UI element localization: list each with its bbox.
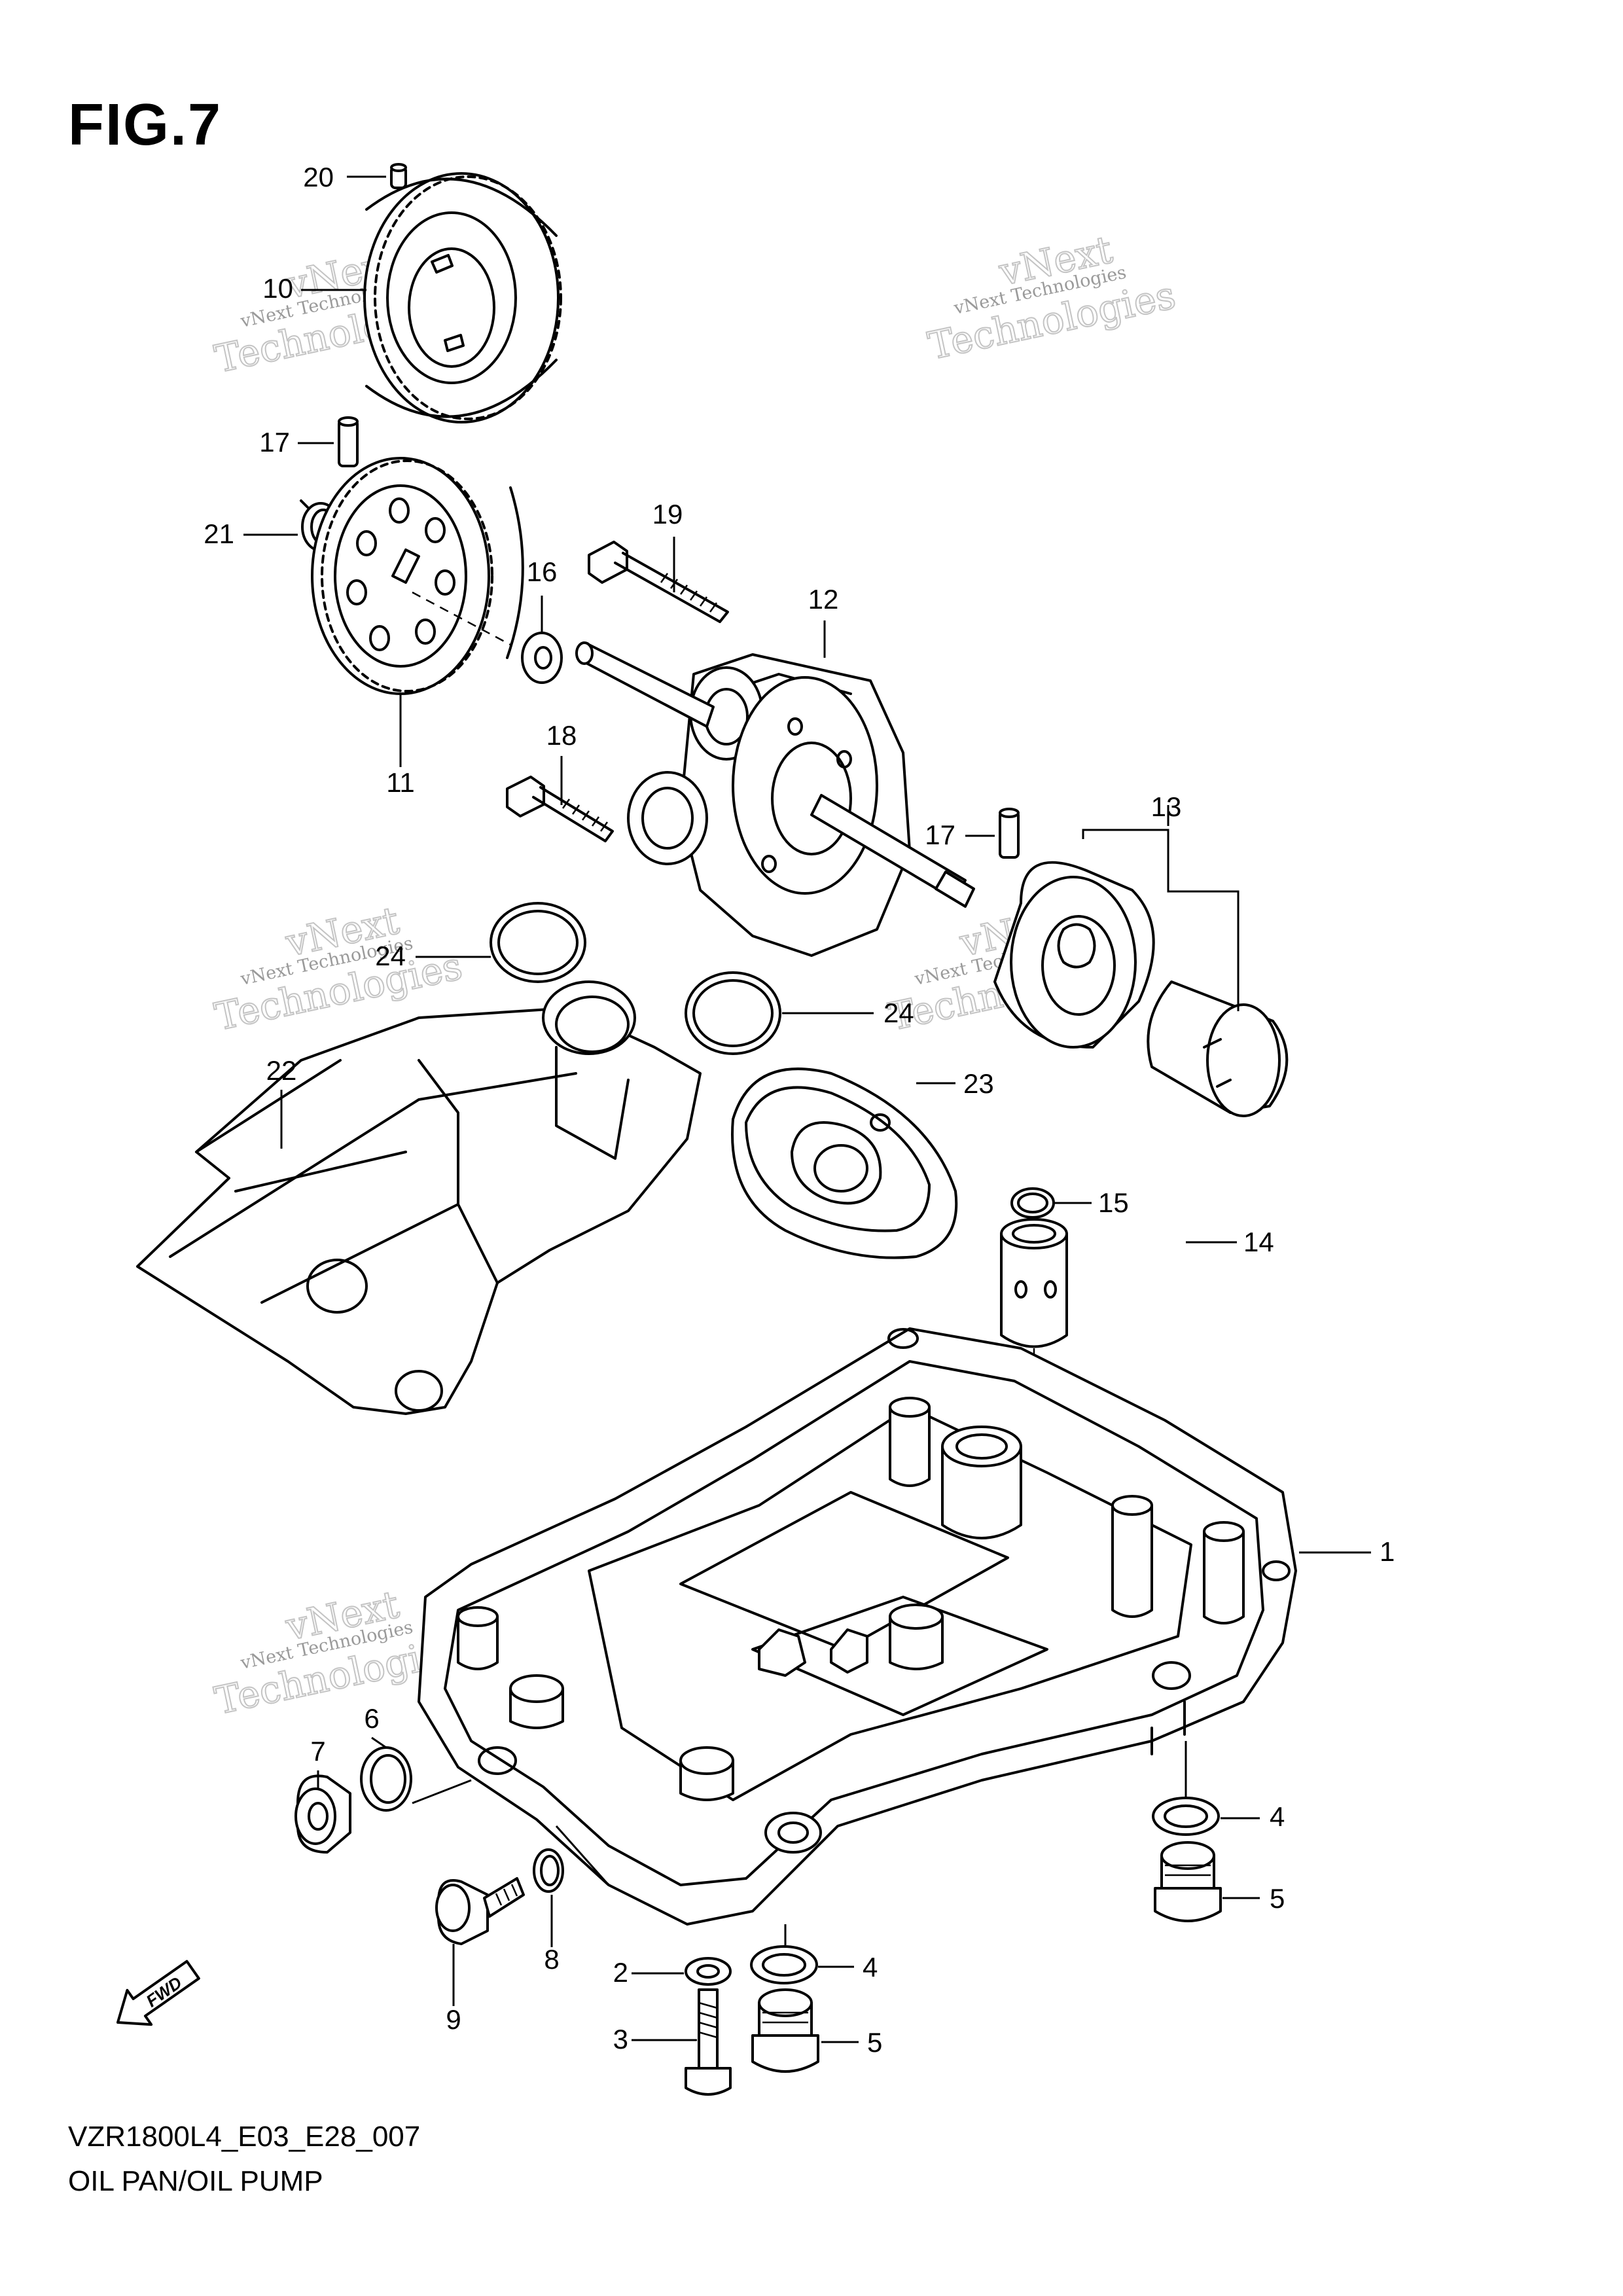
watermark: vNext Technologies vNext Technologies <box>923 226 1180 369</box>
callout-number-15: 15 <box>1098 1187 1129 1218</box>
callout-number-12: 12 <box>808 584 839 615</box>
callout-number-5: 5 <box>867 2027 882 2058</box>
part-3-bolt <box>685 1988 732 2096</box>
callout-number-14: 14 <box>1243 1227 1274 1257</box>
callout-number-7: 7 <box>310 1736 325 1767</box>
part-19-bolt <box>588 541 729 623</box>
part-13-rotor-set <box>993 861 1289 1117</box>
part-17-dowel-pin <box>999 808 1020 859</box>
part-24-o-ring <box>490 902 586 983</box>
part-5-drain-plug <box>751 1988 819 2073</box>
part-2-washer <box>685 1957 732 1986</box>
part-24-o-ring <box>685 971 781 1055</box>
part-15-o-ring <box>1010 1187 1055 1219</box>
callout-number-22: 22 <box>266 1055 297 1086</box>
part-22-baffle-plate <box>136 980 702 1415</box>
callout-number-6: 6 <box>364 1703 379 1734</box>
callout-number-20: 20 <box>303 162 334 192</box>
part-4-gasket <box>1152 1797 1220 1836</box>
callout-number-17: 17 <box>925 819 955 850</box>
callout-number-5: 5 <box>1270 1883 1285 1914</box>
part-9-banjo-bolt <box>435 1877 525 1945</box>
part-17-dowel-pin <box>338 416 359 467</box>
part-11-drive-gear <box>311 457 524 695</box>
callout-number-17: 17 <box>259 427 290 457</box>
part-6-gasket <box>360 1746 412 1812</box>
part-8-gasket <box>533 1848 564 1893</box>
figure-title: FIG.7 <box>68 92 223 158</box>
part-7-plug <box>294 1774 351 1854</box>
part-1-oil-pan <box>418 1327 1297 1926</box>
diagram-code: VZR1800L4_E03_E28_007 <box>68 2121 421 2153</box>
leader-lines <box>243 175 1371 2043</box>
part-5-drain-plug <box>1154 1841 1222 1922</box>
callout-number-13: 13 <box>1151 791 1182 822</box>
part-18-bolt <box>506 776 614 842</box>
callout-number-4: 4 <box>863 1952 878 1982</box>
part-23-oil-strainer <box>731 1067 958 1259</box>
callout-number-16: 16 <box>527 556 558 587</box>
part-10-driven-gear <box>363 172 562 423</box>
callout-number-10: 10 <box>262 273 293 304</box>
part-4-gasket <box>750 1945 818 1984</box>
callout-number-24: 24 <box>375 941 406 971</box>
diagram-name: OIL PAN/OIL PUMP <box>68 2165 323 2197</box>
callout-number-23: 23 <box>963 1068 994 1099</box>
part-16-washer <box>521 632 563 684</box>
callout-number-1: 1 <box>1380 1536 1395 1567</box>
part-20-dowel-pin <box>390 163 407 189</box>
callout-number-4: 4 <box>1270 1801 1285 1832</box>
callout-number-11: 11 <box>386 767 415 798</box>
callout-number-19: 19 <box>652 499 683 529</box>
callout-number-24: 24 <box>883 997 914 1028</box>
callout-number-21: 21 <box>204 518 234 549</box>
part-12-oil-pump-assembly <box>575 641 975 957</box>
callout-number-9: 9 <box>446 2004 461 2035</box>
callout-number-18: 18 <box>546 720 577 751</box>
fwd-arrow-icon: FWD <box>116 1960 200 2026</box>
callout-number-8: 8 <box>544 1944 559 1975</box>
callout-number-2: 2 <box>613 1957 628 1988</box>
callout-number-3: 3 <box>613 2024 628 2054</box>
